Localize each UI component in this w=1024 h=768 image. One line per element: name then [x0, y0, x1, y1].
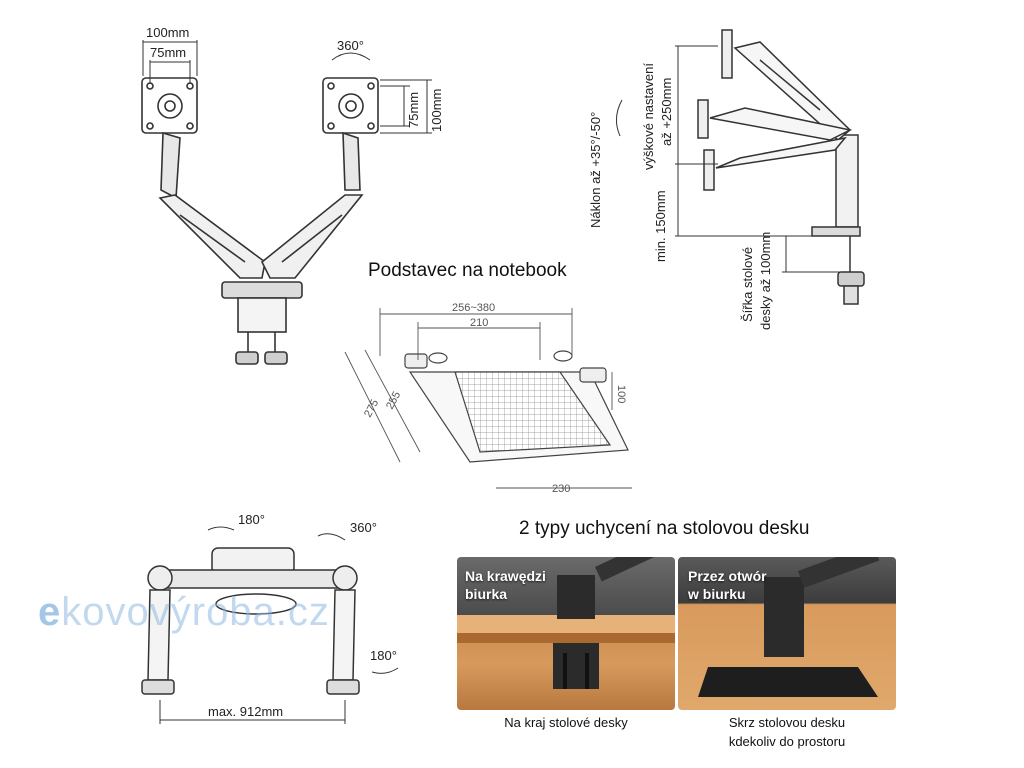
min-height-label: min. 150mm — [653, 190, 668, 262]
dim-75mm-h: 75mm — [150, 45, 186, 60]
photo-left-tag: Na krawędzi biurka — [465, 568, 546, 602]
rotation-360-label: 360° — [337, 38, 364, 53]
rotation-arc-360 — [331, 52, 371, 61]
side-view-dims — [616, 45, 840, 273]
tilt-label: Náklon až +35°/-50° — [588, 112, 603, 228]
vesa-plate-left — [141, 77, 198, 134]
dim-275: 275 — [362, 398, 381, 420]
vesa-hub-left — [157, 93, 183, 119]
laptop-tray-title: Podstavec na notebook — [368, 260, 567, 281]
top-arm-bar — [159, 569, 351, 589]
top-arm-right — [332, 589, 356, 681]
base-plate — [221, 281, 303, 299]
vesa-hub-right — [338, 93, 364, 119]
front-view-dims — [142, 40, 432, 134]
tilt-arc — [616, 99, 623, 137]
forearm-left — [160, 131, 181, 200]
rot-360-label: 360° — [350, 520, 377, 535]
photo-desk-edge-art — [457, 557, 675, 689]
rot-180-top-label: 180° — [238, 512, 265, 527]
rot-180-side-label: 180° — [370, 648, 397, 663]
vesa-plate-right — [322, 77, 379, 134]
top-view-drawing — [141, 547, 360, 695]
desk-width-line2: desky až 100mm — [758, 232, 773, 330]
photo-through-hole-art — [698, 557, 880, 697]
dim-230: 230 — [552, 483, 570, 495]
top-view-dims — [159, 526, 399, 724]
dim-100: 100 — [615, 385, 627, 403]
mounting-title: 2 typy uchycení na stolovou desku — [519, 518, 810, 539]
photo-right-tag: Przez otwór w biurku — [688, 568, 767, 602]
monitor-plate-high — [721, 29, 733, 79]
watermark-logo: ekovovýroba.cz — [38, 590, 330, 634]
rot-arc-180-side — [371, 667, 399, 674]
gas-arm-left — [158, 194, 266, 279]
pole — [835, 134, 859, 228]
dim-255: 255 — [384, 390, 403, 412]
dim-256-380: 256~380 — [452, 302, 495, 314]
caption-desk-edge: Na kraj stolové desky — [504, 715, 628, 730]
monitor-plate-low — [703, 149, 715, 191]
tray-vent-grid — [454, 371, 612, 453]
photo-through-hole: Przez otwór w biurku — [678, 557, 896, 710]
rot-arc-360 — [317, 533, 346, 541]
gas-arm-right — [260, 194, 364, 279]
desk-clamp-top — [811, 226, 861, 237]
forearm-right — [342, 131, 361, 191]
side-view-drawing — [697, 29, 865, 305]
laptop-tray-drawing — [404, 350, 629, 463]
height-adjust-line2: až +250mm — [659, 78, 674, 146]
desk-width-line1: Šířka stolové — [740, 247, 755, 322]
clamp-body — [237, 297, 287, 333]
dim-75mm-v: 75mm — [406, 92, 421, 128]
dim-100mm-v: 100mm — [429, 89, 444, 132]
front-view-drawing — [141, 77, 379, 365]
monitor-plate-mid — [697, 99, 709, 139]
max-width-label: max. 912mm — [208, 704, 283, 719]
rot-arc-180-top — [207, 526, 235, 531]
height-adjust-line1: výškové nastavení — [641, 63, 656, 170]
dim-210: 210 — [470, 317, 488, 329]
laptop-tray-dims — [344, 308, 632, 489]
caption-through-hole-2: kdekoliv do prostoru — [728, 734, 846, 749]
caption-through-hole-1: Skrz stolovou desku — [728, 715, 846, 730]
dim-100mm-h: 100mm — [146, 25, 189, 40]
photo-desk-edge: Na krawędzi biurka — [457, 557, 675, 710]
